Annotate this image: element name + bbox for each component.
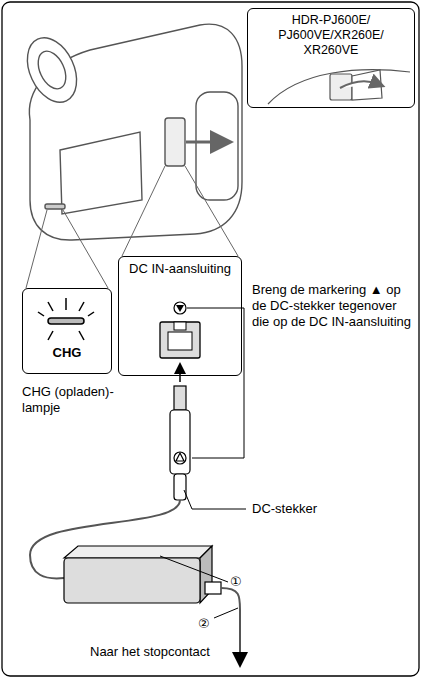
box-text: HDR-PJ600E/ PJ600VE/XR260E/ XR260VE xyxy=(252,13,410,58)
box-text: CHG xyxy=(27,345,107,360)
label: Breng de markering ▲ op de DC-stekker te… xyxy=(252,282,414,330)
label: CHG (opladen)-lampje xyxy=(22,384,134,416)
leader-line xyxy=(214,608,238,618)
leader-line xyxy=(26,166,238,288)
flap-detail xyxy=(268,70,410,104)
callout-box: DC IN-aansluiting xyxy=(118,256,242,376)
leader-line xyxy=(160,556,228,582)
camcorder xyxy=(18,24,242,240)
leader-line xyxy=(187,308,244,458)
callout-box: CHG xyxy=(22,288,112,374)
callout-box: HDR-PJ600E/ PJ600VE/XR260E/ XR260VE xyxy=(247,8,415,108)
label: ② xyxy=(198,616,210,632)
label: ① xyxy=(230,574,242,590)
power-cord xyxy=(221,588,240,660)
dc-in-socket xyxy=(160,302,200,358)
chg-lamp xyxy=(38,298,94,340)
box-text: DC IN-aansluiting xyxy=(123,261,237,276)
dc-plug xyxy=(170,386,190,500)
label: DC-stekker xyxy=(252,501,317,517)
label: Naar het stopcontact xyxy=(90,644,210,660)
leader-line xyxy=(192,509,246,510)
ac-adapter xyxy=(64,546,221,603)
